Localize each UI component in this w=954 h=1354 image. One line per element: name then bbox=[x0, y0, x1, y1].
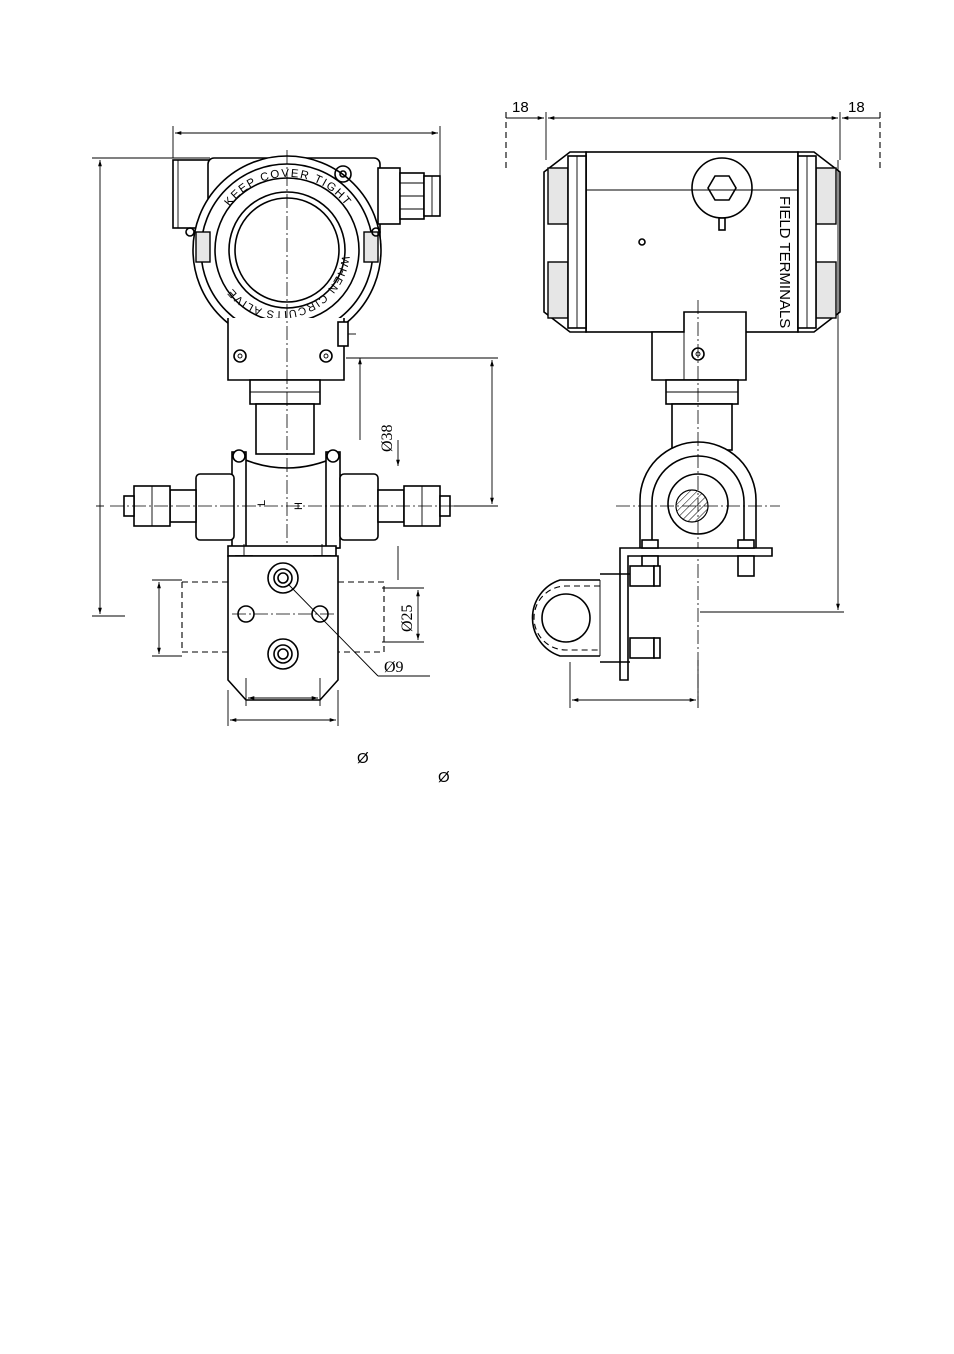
sensor-flange: L H bbox=[231, 449, 341, 549]
side-ubolt bbox=[616, 300, 780, 700]
dimension-d38: Ø38 bbox=[346, 357, 498, 507]
svg-text:Ø38: Ø38 bbox=[379, 424, 396, 452]
front-height-dimension bbox=[92, 157, 210, 617]
pipe-dimension-left bbox=[152, 579, 182, 657]
svg-text:Ø25: Ø25 bbox=[399, 604, 416, 632]
bracket-width-dimension bbox=[227, 678, 339, 726]
process-connection-left bbox=[123, 473, 235, 541]
footnote-symbol-2: Ø bbox=[438, 769, 450, 786]
field-terminals-label: FIELD TERMINALS bbox=[776, 196, 793, 328]
left-cover-ribs bbox=[543, 151, 587, 333]
side-bottom-dimension bbox=[569, 660, 699, 708]
housing-neck bbox=[227, 318, 356, 381]
cable-gland bbox=[377, 167, 441, 225]
front-view: KEEP COVER TIGHT WHEN CIRCUITS ALIVE bbox=[92, 126, 498, 726]
mounting-bracket-front bbox=[181, 544, 385, 701]
offset-left-label: 18 bbox=[512, 99, 529, 116]
side-top-dimension: 18 18 bbox=[505, 99, 881, 172]
port-label-l: L bbox=[256, 500, 268, 506]
offset-right-label: 18 bbox=[848, 99, 865, 116]
footnote-symbol-1: Ø bbox=[357, 750, 369, 767]
side-pipe bbox=[531, 573, 630, 663]
dimension-d25: Ø25 bbox=[382, 546, 424, 643]
process-connection-right bbox=[339, 473, 451, 541]
side-height-dimension bbox=[700, 160, 844, 613]
side-view: 18 18 FIELD TERMINALS bbox=[505, 99, 881, 708]
side-bracket bbox=[619, 539, 773, 681]
stem bbox=[249, 379, 321, 455]
dimension-d9: Ø9 bbox=[287, 583, 430, 677]
svg-text:Ø9: Ø9 bbox=[384, 659, 404, 676]
side-neck bbox=[651, 311, 747, 451]
side-housing-body bbox=[585, 151, 799, 333]
top-plug-hex bbox=[691, 157, 753, 231]
ground-screw bbox=[638, 238, 646, 246]
right-cover-ribs bbox=[797, 151, 841, 333]
